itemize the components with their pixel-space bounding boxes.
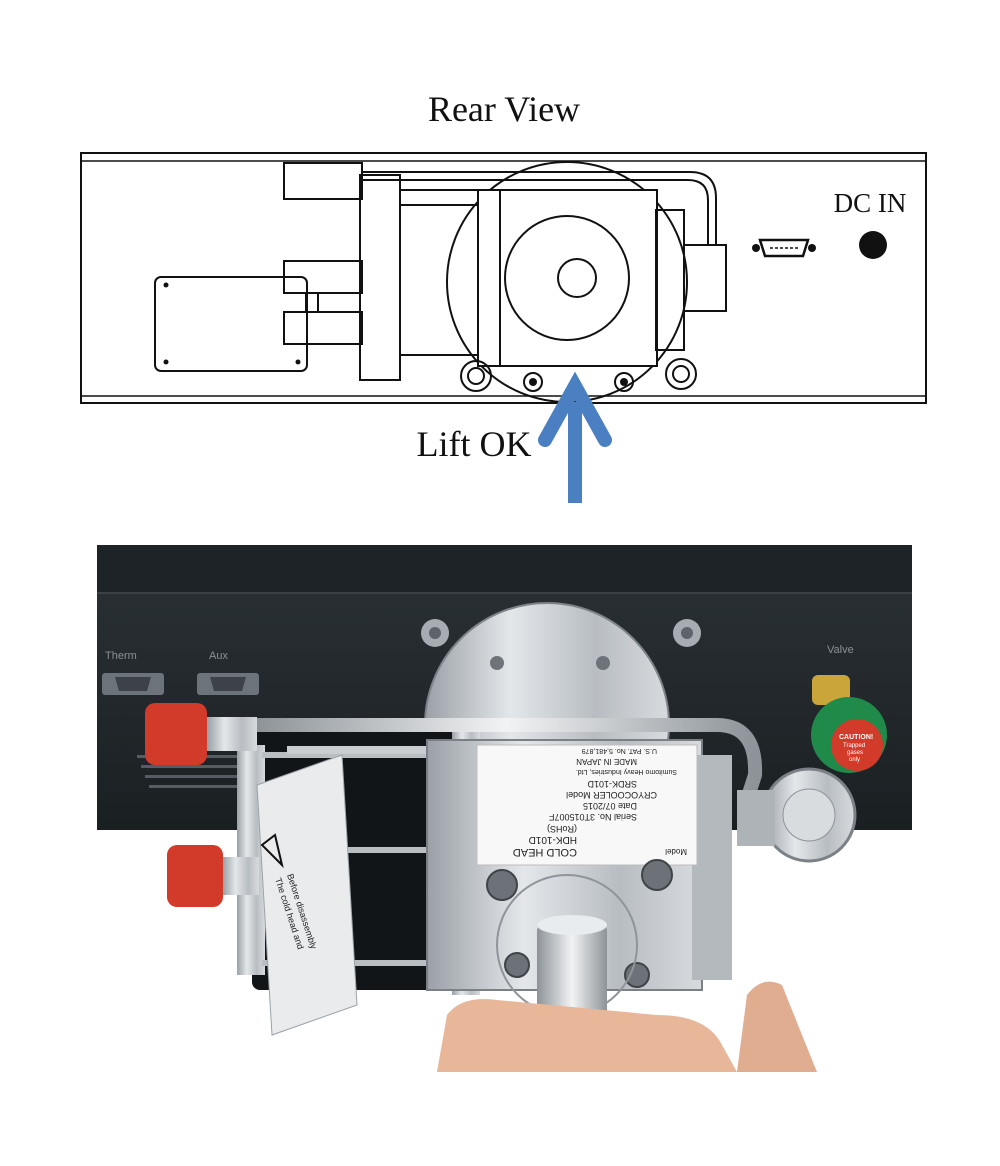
- cold-head-photo: Therm Aux Valve Before disassembly The c…: [97, 545, 912, 1072]
- dc-in-label: DC IN: [834, 188, 907, 218]
- valve: CAUTION! Trapped gases only: [811, 675, 887, 773]
- label-line8: SRDK-101D: [587, 779, 637, 789]
- caution-line2: Trapped: [843, 743, 865, 749]
- head-screw: [624, 962, 650, 988]
- label-line5: Serial No. 3T015007F: [548, 812, 637, 822]
- label-line9: Sumitomo Heavy Industries, Ltd.: [576, 768, 677, 775]
- label-line10: MADE IN JAPAN: [576, 757, 637, 766]
- head-center: [557, 258, 597, 298]
- cylinder-body: [359, 174, 401, 381]
- label-line7: CRYOCOOLER Model: [566, 790, 657, 800]
- head-window: [504, 215, 630, 341]
- cylinder-mid: [399, 204, 479, 356]
- warning-triangle-icon: [260, 833, 284, 869]
- caution-line1: CAUTION!: [839, 734, 873, 741]
- head-screw: [504, 952, 530, 978]
- left-plate: [154, 276, 308, 372]
- head-screw: [486, 869, 518, 901]
- tube-loop: [257, 718, 763, 803]
- caution-line3: gases: [847, 750, 863, 756]
- label-line2: Model: [665, 847, 687, 856]
- aux-label: Aux: [209, 650, 228, 662]
- lift-arrow: [538, 371, 612, 503]
- middle-fitting: [283, 260, 363, 294]
- hand: [437, 999, 737, 1072]
- right-clamp: [737, 767, 857, 863]
- head-screw: [641, 859, 673, 891]
- label-line11: U.S. PAT. No. 5,481,879: [582, 747, 657, 754]
- end-plate: [256, 754, 358, 1036]
- caution-line4: only: [849, 757, 860, 763]
- aux-connector: [197, 673, 259, 695]
- housing-outline: [80, 152, 927, 404]
- red-cap-upper: [145, 703, 257, 765]
- therm-label: Therm: [105, 650, 137, 662]
- label-line6: Date 07/2015: [583, 801, 637, 811]
- lower-fitting: [283, 311, 363, 345]
- lift-ok-label: Lift OK: [417, 424, 532, 464]
- therm-connector: [102, 673, 164, 695]
- dc-in-jack: [859, 231, 887, 259]
- tube-loop: [362, 171, 717, 245]
- serial-port-icon: [758, 238, 810, 258]
- label-line3: HDK-101D: [529, 834, 577, 845]
- upper-fitting: [283, 162, 363, 200]
- figure-title: Rear View: [427, 89, 581, 129]
- valve-label: Valve: [827, 644, 854, 656]
- rear-view-drawing: DC IN Lift OK: [80, 152, 927, 503]
- label-line1: COLD HEAD: [513, 846, 577, 858]
- red-cap-lower: [167, 845, 259, 907]
- cold-head-label: COLD HEAD Model HDK-101D (RoHS) Serial N…: [476, 744, 698, 866]
- right-clamp: [683, 244, 727, 312]
- label-line4: (RoHS): [547, 824, 577, 834]
